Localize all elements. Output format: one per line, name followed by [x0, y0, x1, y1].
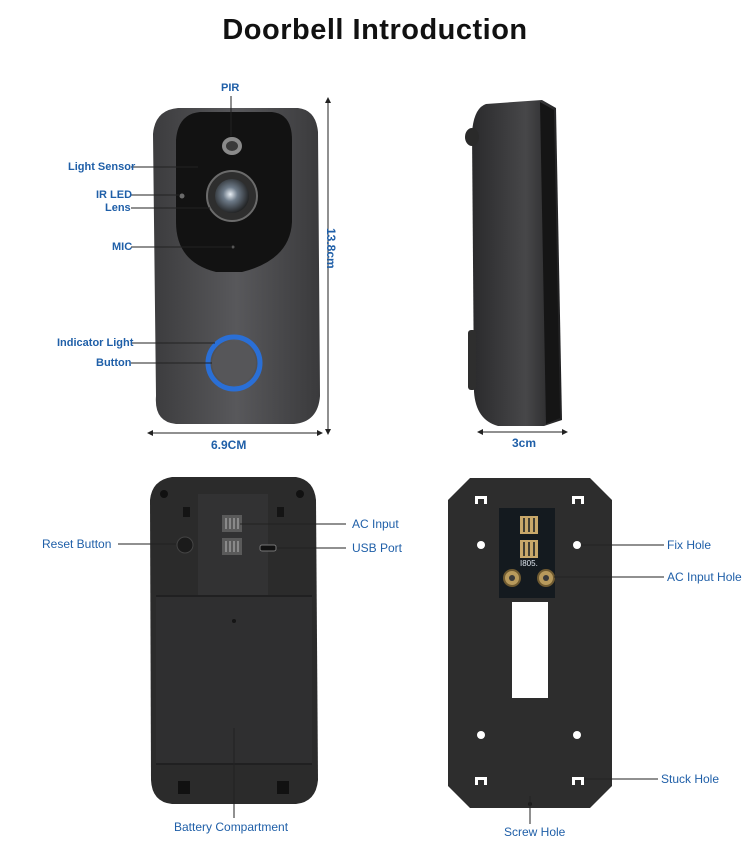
camera-lens-glass-icon: [215, 179, 249, 213]
fix-hole-icon: [477, 731, 485, 739]
ac-input-terminal-icon: [222, 515, 242, 555]
reset-button-label: Reset Button: [42, 537, 112, 551]
pir-sensor-core-icon: [226, 141, 238, 151]
usb-port-icon: [259, 544, 277, 552]
mount-leader-lines: [529, 544, 664, 824]
width-dimension-label: 6.9CM: [211, 438, 247, 452]
ir-led-label: IR LED: [96, 189, 133, 201]
side-pir-bump-icon: [465, 128, 479, 146]
back-view: [150, 477, 318, 804]
page-title: Doorbell Introduction: [222, 14, 528, 46]
fix-hole-label: Fix Hole: [667, 538, 712, 552]
front-leader-lines: [131, 96, 232, 364]
front-view: [153, 108, 320, 424]
side-body: [472, 100, 562, 426]
back-center-hole-icon: [232, 619, 236, 623]
back-screw-icon: [160, 490, 168, 498]
ir-led-icon: [179, 193, 185, 199]
mic-label: MIC: [112, 241, 133, 253]
button-label: Button: [96, 357, 132, 369]
screw-hole-label: Screw Hole: [504, 825, 566, 839]
ac-input-hole-label: AC Input Hole: [667, 570, 742, 584]
battery-compartment-label: Battery Compartment: [174, 820, 289, 834]
fix-hole-icon: [573, 541, 581, 549]
ac-input-label: AC Input: [352, 517, 399, 531]
back-foot-icon: [178, 781, 190, 794]
back-foot-icon: [277, 781, 289, 794]
board-text: I805.: [520, 559, 538, 568]
fix-hole-icon: [477, 541, 485, 549]
wire-slot: [512, 602, 548, 698]
side-view: [465, 100, 562, 426]
reset-button-icon: [176, 536, 194, 554]
fix-hole-icon: [573, 731, 581, 739]
mount-plate: I805.: [448, 478, 612, 808]
back-leader-lines: [118, 523, 346, 818]
stuck-hole-label: Stuck Hole: [661, 772, 720, 786]
light-sensor-label: Light Sensor: [68, 161, 136, 173]
lens-label: Lens: [105, 202, 131, 214]
height-dimension-label: 13.8cm: [324, 228, 338, 269]
side-button-edge: [468, 330, 476, 390]
indicator-light-label: Indicator Light: [57, 337, 134, 349]
back-screw-icon: [296, 490, 304, 498]
usb-port-label: USB Port: [352, 541, 403, 555]
side-front-edge: [540, 102, 560, 424]
mic-hole-icon: [231, 245, 235, 249]
pir-label: PIR: [221, 82, 240, 94]
back-slot-icon: [183, 507, 190, 517]
back-slot-icon: [277, 507, 284, 517]
depth-dimension-label: 3cm: [512, 436, 537, 450]
doorbell-button-icon: [212, 341, 256, 385]
